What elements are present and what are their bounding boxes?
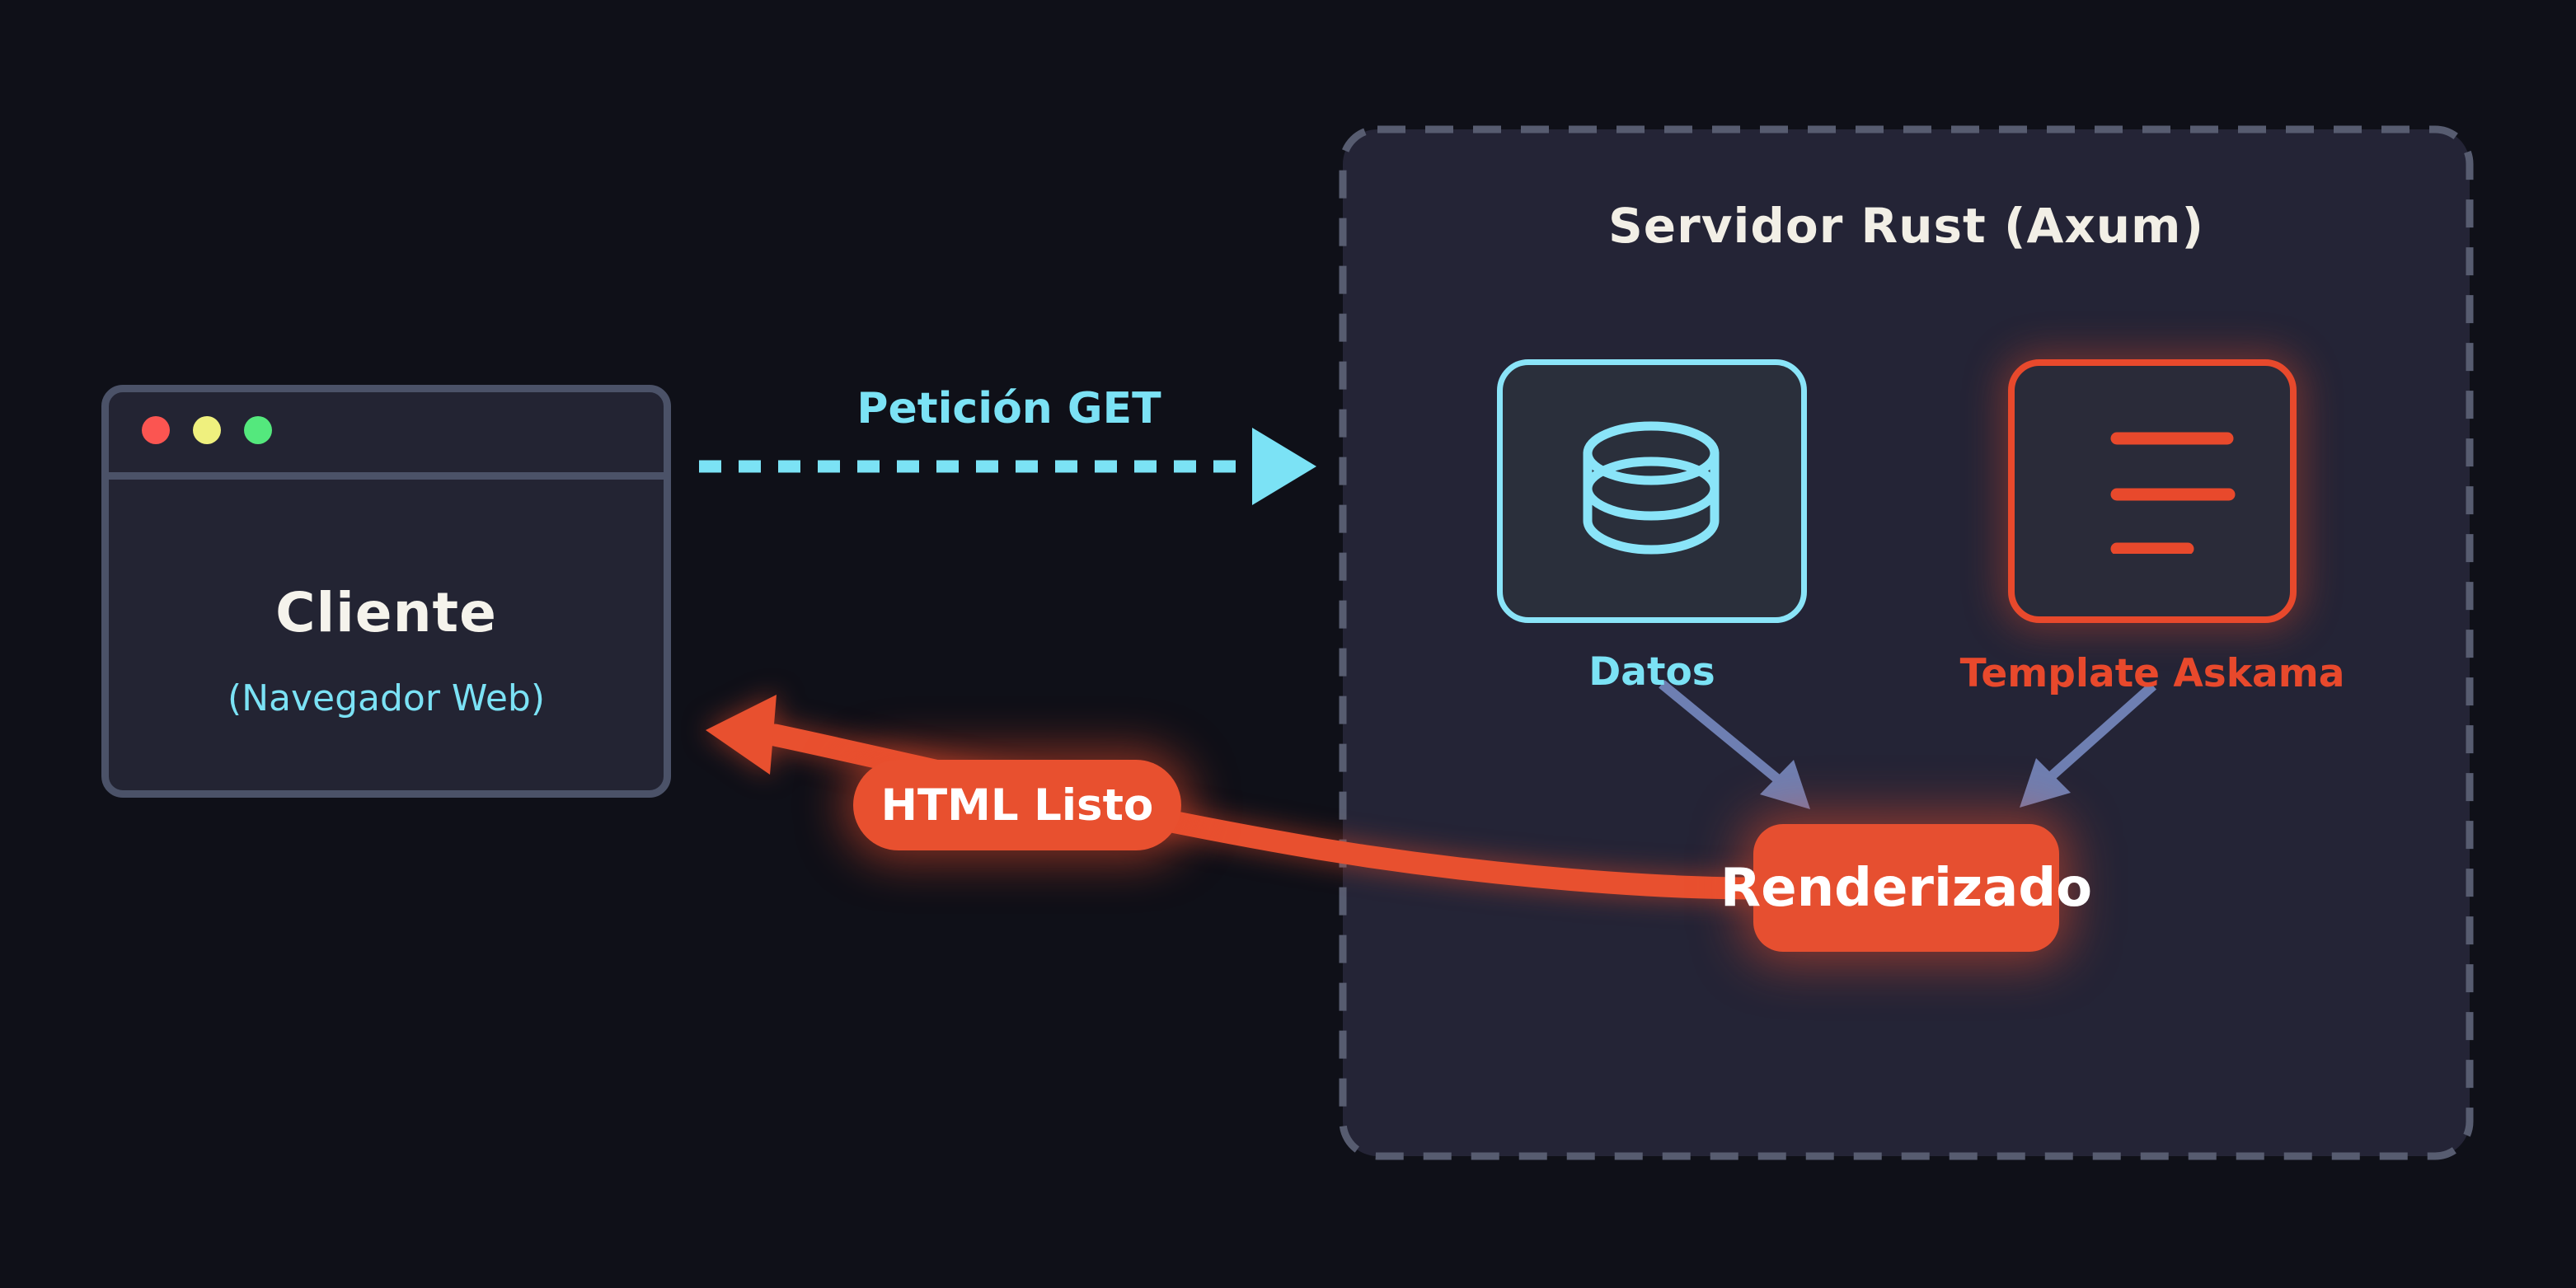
text-lines-icon [2110,432,2236,554]
window-minimize-dot-icon [193,416,221,444]
datos-label: Datos [1588,649,1715,695]
client-subtitle: (Navegador Web) [227,677,546,719]
client-title: Cliente [275,581,497,644]
get-request-arrow [699,428,1316,505]
render-label: Renderizado [1720,857,2093,919]
datos-box [1497,359,1807,623]
window-maximize-dot-icon [244,416,272,444]
server-panel [1339,125,2474,1160]
datos-to-render-arrow [1659,680,1810,809]
template-to-render-arrow [2020,681,2156,808]
database-icon [1583,421,1720,555]
client-window [101,385,671,798]
client-window-titlebar [109,392,664,480]
template-box [2008,359,2297,623]
request-label: Petición GET [856,384,1161,433]
window-close-dot-icon [142,416,170,444]
response-label: HTML Listo [880,780,1154,831]
template-label: Template Askama [1959,651,2345,696]
render-box: Renderizado [1720,824,2092,952]
response-pill: HTML Listo [853,760,1181,850]
server-title: Servidor Rust (Axum) [1608,198,2204,254]
